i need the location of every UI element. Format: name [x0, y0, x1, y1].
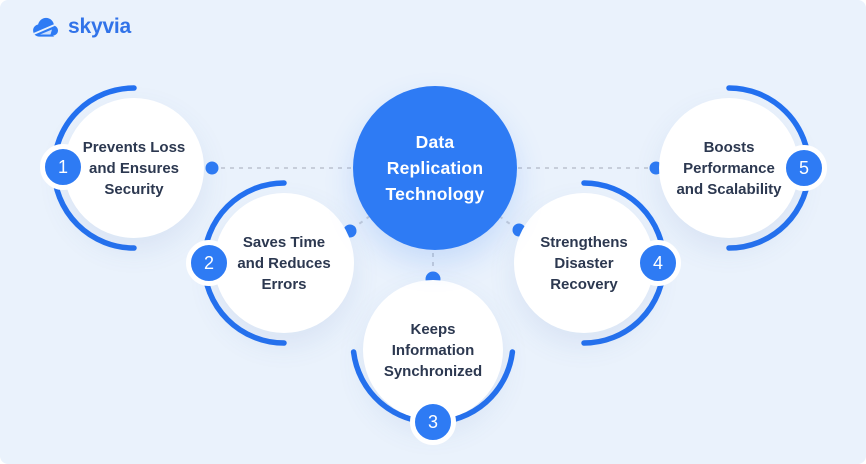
benefit-number-badge-1: 1	[40, 144, 86, 190]
benefit-label-2: Saves Time and Reduces Errors	[237, 233, 331, 293]
benefit-number-badge-2: 2	[186, 240, 232, 286]
benefit-label-5: Boosts Performance and Scalability	[676, 138, 782, 198]
benefit-label-1: Prevents Loss and Ensures Security	[82, 138, 186, 198]
benefit-number-badge-5: 5	[781, 145, 827, 191]
benefit-number-badge-3: 3	[410, 399, 456, 445]
benefit-circle-3: Keeps Information Synchronized	[363, 280, 503, 420]
center-topic-circle: Data Replication Technology	[353, 86, 517, 250]
cloud-icon	[33, 17, 58, 37]
benefit-label-3: Keeps Information Synchronized	[383, 320, 483, 380]
brand-logo: skyvia	[30, 15, 131, 39]
connector-dot-1	[205, 161, 219, 175]
benefit-circle-5: Boosts Performance and Scalability	[659, 98, 799, 238]
benefit-circle-1: Prevents Loss and Ensures Security	[64, 98, 204, 238]
benefit-circle-4: Strengthens Disaster Recovery	[514, 193, 654, 333]
center-topic-title: Data Replication Technology	[385, 132, 485, 204]
benefit-label-4: Strengthens Disaster Recovery	[540, 233, 628, 293]
benefit-circle-2: Saves Time and Reduces Errors	[214, 193, 354, 333]
benefit-number-badge-4: 4	[635, 240, 681, 286]
brand-wordmark: skyvia	[68, 15, 132, 38]
connector-line-2	[351, 215, 371, 230]
